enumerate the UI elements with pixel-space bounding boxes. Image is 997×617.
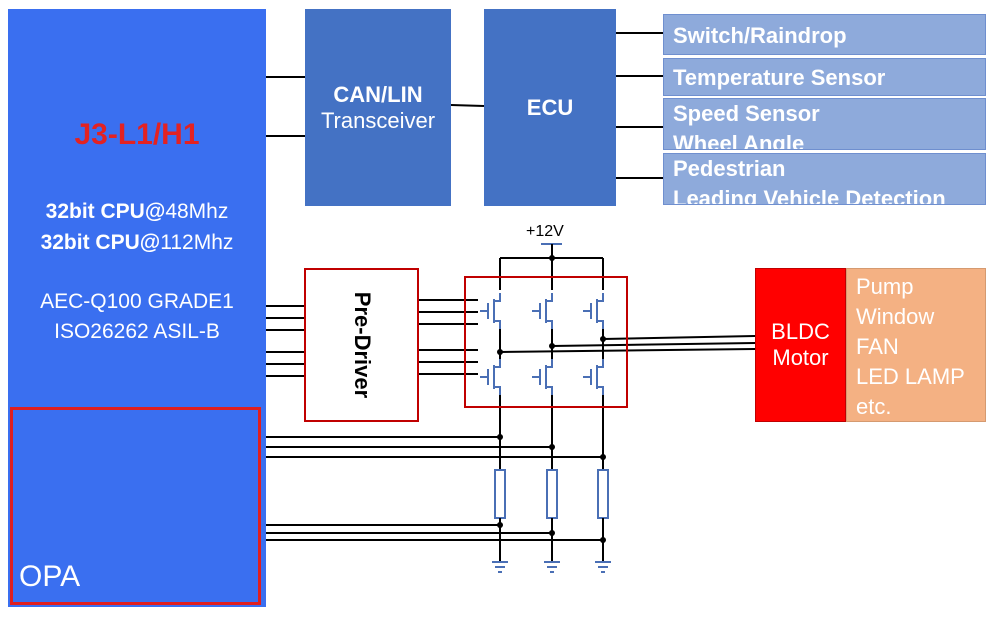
mosfet-icon bbox=[494, 386, 501, 395]
cert-iso26262: ISO26262 ASIL-B bbox=[54, 320, 220, 343]
junction-dot bbox=[549, 255, 555, 261]
mosfet-icon bbox=[546, 386, 553, 395]
application-item: FAN bbox=[856, 334, 899, 359]
phase-to-motor-wire bbox=[551, 342, 756, 347]
shunt-resistor bbox=[494, 469, 506, 519]
sensor-speed-line1: Speed Sensor bbox=[673, 101, 820, 126]
mosfet-icon bbox=[546, 293, 553, 302]
application-item: LED LAMP bbox=[856, 364, 965, 389]
sensor-temperature: Temperature Sensor bbox=[663, 58, 986, 96]
chip-title: J3-L1/H1 bbox=[74, 118, 200, 151]
pre-driver-label: Pre-Driver bbox=[349, 291, 375, 399]
sensor-speed-wheel: Speed Sensor Wheel Angle bbox=[663, 98, 986, 150]
cert-aec-q100: AEC-Q100 GRADE1 bbox=[40, 290, 234, 313]
sensor-pedestrian-vehicle: Pedestrian Leading Vehicle Detection bbox=[663, 153, 986, 205]
application-item: Pump bbox=[856, 274, 914, 299]
pre-driver-block: Pre-Driver bbox=[304, 268, 419, 422]
application-item: etc. bbox=[856, 394, 892, 419]
opa-label: OPA bbox=[19, 560, 81, 593]
mosfet-icon bbox=[494, 320, 501, 329]
mcu-block bbox=[8, 9, 266, 607]
sense-wire bbox=[219, 456, 603, 525]
shunt-resistor bbox=[546, 469, 558, 519]
ecu-block: ECU bbox=[484, 9, 616, 206]
shunt-resistor bbox=[597, 469, 609, 519]
sensor-pedestrian-line2: Leading Vehicle Detection bbox=[673, 186, 946, 205]
application-item: Window bbox=[856, 304, 935, 329]
motor-line1: BLDC bbox=[771, 319, 830, 344]
sensor-pedestrian-line1: Pedestrian bbox=[673, 156, 786, 181]
mosfet-icon bbox=[494, 293, 501, 302]
mosfet-icon bbox=[494, 359, 501, 368]
mosfet-icon bbox=[597, 320, 604, 329]
cpu-spec-2: 32bit CPU@112Mhz bbox=[40, 231, 234, 254]
mosfet-icon bbox=[546, 320, 553, 329]
bldc-motor-block: BLDC Motor bbox=[755, 268, 846, 422]
supply-label: +12V bbox=[526, 223, 564, 240]
motor-line2: Motor bbox=[772, 345, 829, 370]
phase-to-motor-wire bbox=[602, 335, 756, 340]
transceiver-line1: CAN/LIN bbox=[333, 81, 423, 107]
mosfet-icon bbox=[597, 386, 604, 395]
mosfet-icon bbox=[597, 359, 604, 368]
mosfet-bridge-box bbox=[464, 276, 628, 408]
sensor-speed-line2: Wheel Angle bbox=[673, 131, 805, 150]
applications-block: Pump Window FAN LED LAMP etc. bbox=[846, 268, 986, 422]
cpu-spec-1: 32bit CPU@48Mhz bbox=[45, 200, 229, 223]
can-ecu-wire bbox=[450, 104, 485, 107]
transceiver-line2: Transceiver bbox=[320, 107, 436, 133]
opa-box bbox=[10, 407, 261, 605]
mosfet-icon bbox=[597, 293, 604, 302]
sense-wire bbox=[214, 539, 603, 541]
can-lin-transceiver-block: CAN/LIN Transceiver bbox=[305, 9, 451, 206]
sensor-switch-raindrop: Switch/Raindrop bbox=[663, 14, 986, 55]
mosfet-icon bbox=[546, 359, 553, 368]
